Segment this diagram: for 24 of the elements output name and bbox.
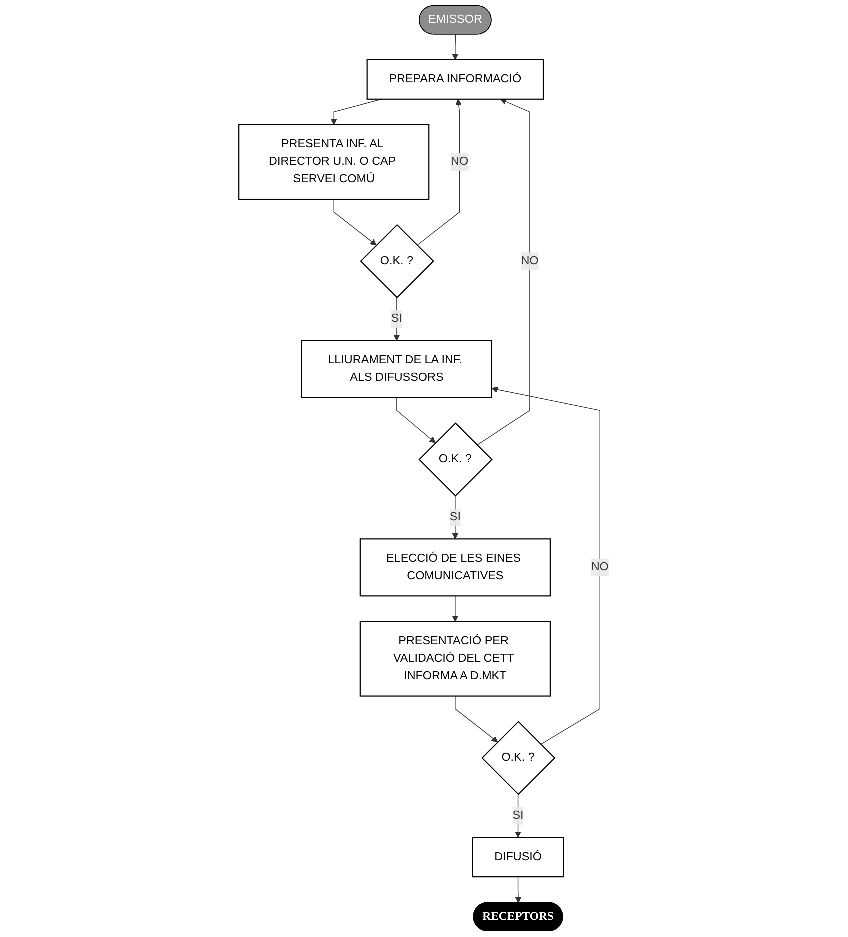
node-diamond: O.K. ?	[360, 224, 434, 298]
node-box: DIFUSIÓ	[472, 837, 564, 878]
node-diamond: O.K. ?	[418, 422, 493, 497]
node-box: LLIURAMENT DE LA INF. ALS DIFUSSORS	[301, 340, 493, 398]
edge-label: NO	[591, 561, 609, 574]
edge-label: NO	[521, 254, 539, 268]
arrow	[416, 99, 462, 246]
edge-label: SI	[450, 511, 461, 524]
node-box: PRESENTACIÓ PER VALIDACIÓ DEL CETT INFORMA A D.MKT	[360, 621, 551, 697]
node-box: PREPARA INFORMACIÓ	[366, 59, 544, 100]
arrow	[492, 386, 600, 745]
edge-label: SI	[512, 809, 524, 822]
arrow	[396, 397, 436, 444]
node-diamond: O.K. ?	[482, 721, 556, 796]
node-box: PRESENTA INF. AL DIRECTOR U.N. O CAP SERVEI COMÚ	[238, 124, 430, 200]
arrow	[515, 876, 522, 904]
arrow	[452, 34, 459, 60]
node-box: ELECCIÓ DE LES EINES COMUNICATIVES	[360, 538, 551, 597]
edge-label: SI	[391, 312, 402, 326]
arrow	[334, 199, 377, 246]
edge-label: NO	[451, 156, 469, 168]
arrow	[452, 596, 459, 622]
arrow	[455, 696, 498, 743]
arrow	[476, 98, 530, 446]
